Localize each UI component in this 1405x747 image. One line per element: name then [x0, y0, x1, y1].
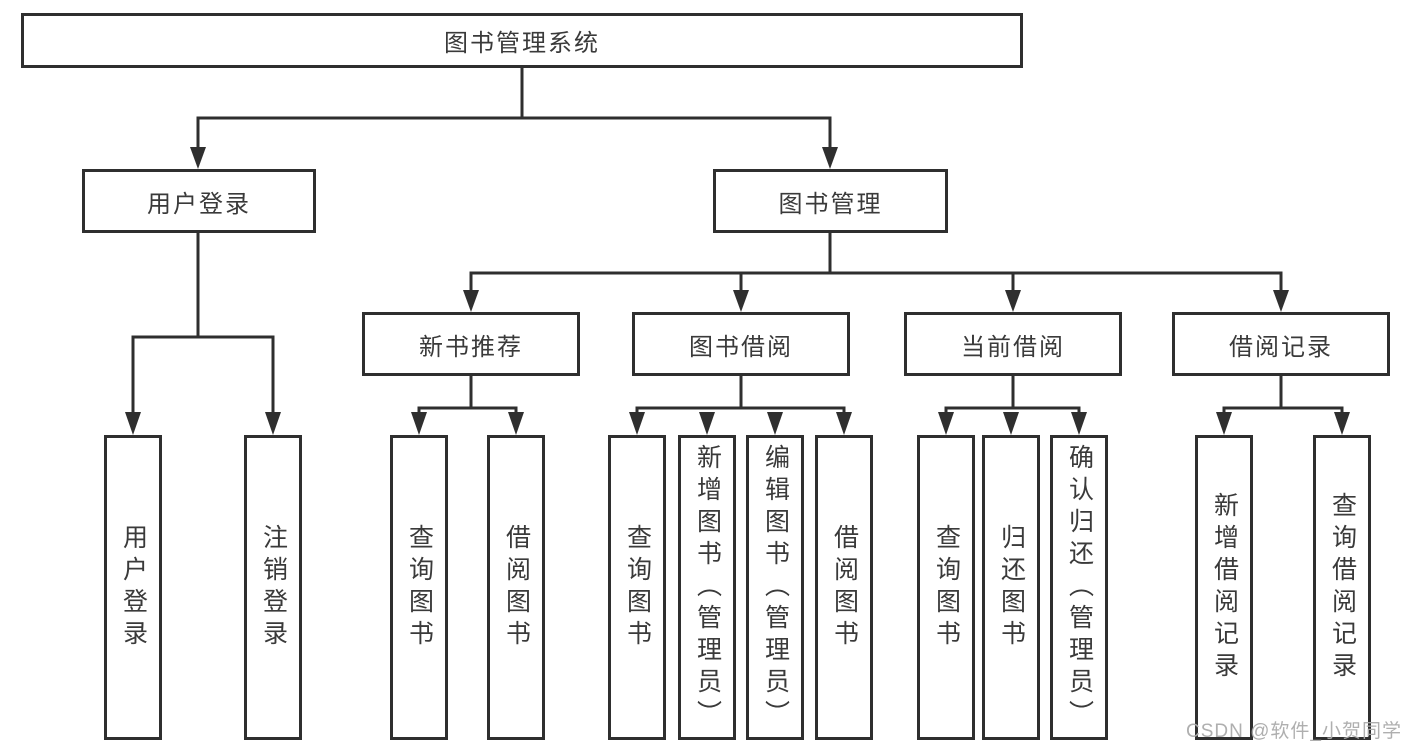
node-borrowing-records: 借阅记录	[1172, 312, 1390, 376]
node-label: 当前借阅	[961, 333, 1065, 361]
node-new-book-recommend: 新书推荐	[362, 312, 580, 376]
connector-strokes	[131, 68, 1344, 414]
leaf-logout: 注销登录	[244, 435, 302, 740]
node-label: 新书推荐	[419, 333, 523, 361]
node-book-management: 图书管理	[713, 169, 948, 233]
node-label: 用户登录	[147, 190, 251, 218]
leaf-label: 用户登录	[119, 523, 148, 652]
leaf-add-books-admin: 新增图书（管理员）	[678, 435, 736, 740]
leaf-label: 查询图书	[623, 523, 652, 652]
leaf-label: 新增图书（管理员）	[693, 443, 722, 732]
leaf-label: 新增借阅记录	[1210, 491, 1239, 684]
leaf-label: 借阅图书	[502, 523, 531, 652]
leaf-label: 查询图书	[932, 523, 961, 652]
node-user-login: 用户登录	[82, 169, 316, 233]
leaf-query-borrow-record: 查询借阅记录	[1313, 435, 1371, 740]
leaf-label: 归还图书	[997, 523, 1026, 652]
leaf-label: 注销登录	[259, 523, 288, 652]
leaf-user-login: 用户登录	[104, 435, 162, 740]
leaf-label: 查询借阅记录	[1328, 491, 1357, 684]
leaf-query-books-3: 查询图书	[917, 435, 975, 740]
node-book-management-system: 图书管理系统	[21, 13, 1023, 68]
node-label: 借阅记录	[1229, 333, 1333, 361]
node-label: 图书管理系统	[444, 30, 600, 57]
node-current-borrowing: 当前借阅	[904, 312, 1122, 376]
leaf-query-books-1: 查询图书	[390, 435, 448, 740]
csdn-watermark: CSDN @软件_小贺同学	[1186, 721, 1402, 742]
leaf-edit-books-admin: 编辑图书（管理员）	[746, 435, 804, 740]
leaf-query-books-2: 查询图书	[608, 435, 666, 740]
node-book-borrowing: 图书借阅	[632, 312, 850, 376]
leaf-confirm-return-admin: 确认归还（管理员）	[1050, 435, 1108, 740]
leaf-label: 确认归还（管理员）	[1065, 443, 1094, 732]
node-label: 图书管理	[778, 190, 883, 218]
leaf-borrow-books-2: 借阅图书	[815, 435, 873, 740]
leaf-return-books: 归还图书	[982, 435, 1040, 740]
leaf-label: 借阅图书	[830, 523, 859, 652]
arrowheads	[125, 147, 1350, 435]
leaf-add-borrow-record: 新增借阅记录	[1195, 435, 1253, 740]
node-label: 图书借阅	[689, 333, 793, 361]
leaf-label: 查询图书	[405, 523, 434, 652]
leaf-borrow-books-1: 借阅图书	[487, 435, 545, 740]
leaf-label: 编辑图书（管理员）	[761, 443, 790, 732]
